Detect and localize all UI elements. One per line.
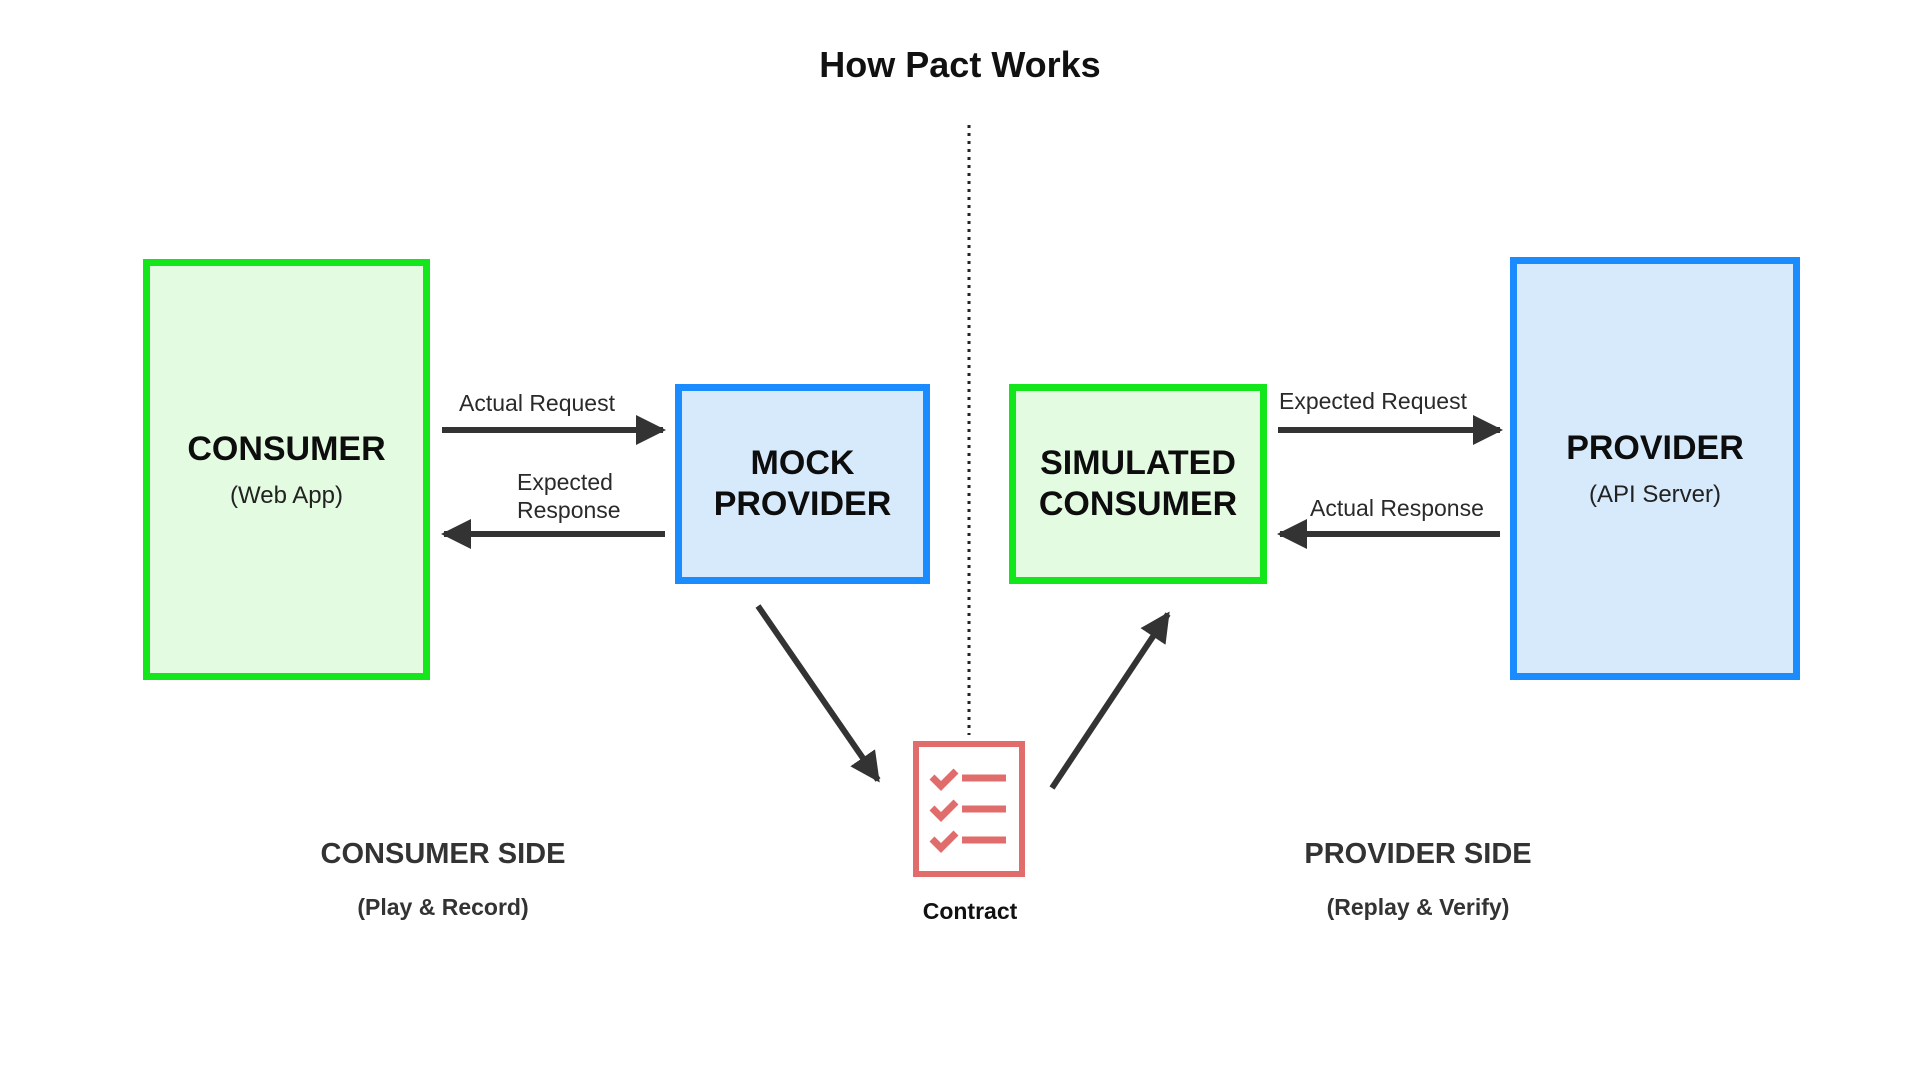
expected-request-label: Expected Request — [1279, 388, 1467, 414]
mock-provider-box: MOCK PROVIDER — [675, 384, 930, 584]
simulated-consumer-box: SIMULATED CONSUMER — [1009, 384, 1267, 584]
expected-response-label: Expected Response — [517, 469, 621, 524]
consumer-side-title: CONSUMER SIDE — [320, 838, 566, 870]
contract-icon — [913, 741, 1025, 877]
contract-label: Contract — [922, 898, 1018, 924]
consumer-side-subtitle: (Play & Record) — [357, 894, 529, 920]
consumer-box: CONSUMER (Web App) — [143, 259, 430, 680]
provider-subtitle: (API Server) — [1588, 481, 1722, 509]
actual-request-label: Actual Request — [459, 390, 615, 416]
actual-response-label: Actual Response — [1310, 495, 1484, 521]
provider-box: PROVIDER (API Server) — [1510, 257, 1800, 680]
simulated-consumer-title-line2: CONSUMER — [1038, 485, 1238, 523]
contract-to-simulated-arrow — [1049, 611, 1171, 790]
mock-to-contract-arrow — [755, 604, 881, 783]
provider-title: PROVIDER — [1566, 428, 1744, 467]
consumer-subtitle: (Web App) — [230, 482, 343, 510]
consumer-title: CONSUMER — [187, 429, 386, 468]
provider-side-title: PROVIDER SIDE — [1304, 838, 1532, 870]
mock-provider-title-line1: MOCK — [750, 443, 855, 482]
provider-side-subtitle: (Replay & Verify) — [1326, 894, 1510, 920]
expected-response-label-line2: Response — [517, 496, 621, 523]
simulated-consumer-title-line1: SIMULATED — [1040, 443, 1236, 482]
mock-provider-title-line2: PROVIDER — [713, 485, 892, 523]
diagram-title: How Pact Works — [819, 44, 1101, 85]
expected-response-label-line1: Expected — [517, 469, 613, 495]
